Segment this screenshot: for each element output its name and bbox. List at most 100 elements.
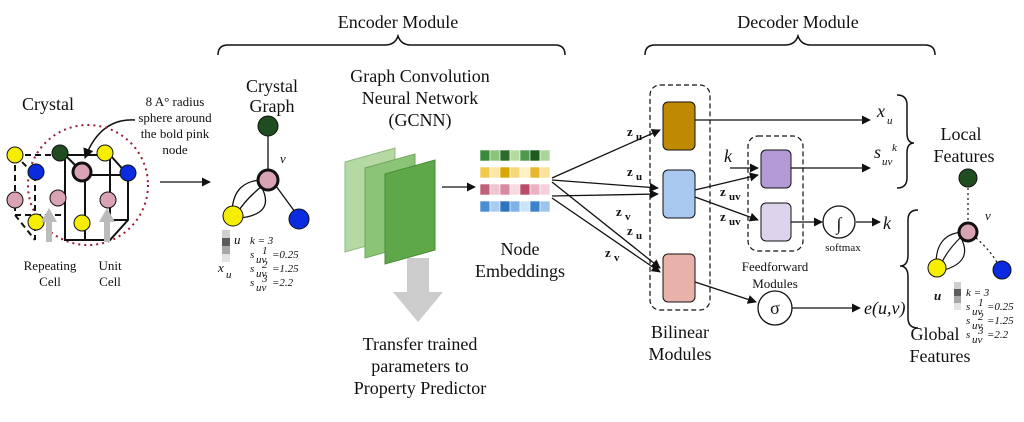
svg-text:uv: uv [972,306,983,318]
svg-text:Cell: Cell [39,274,61,289]
graph-node-u-label: u [234,232,241,247]
svg-text:u: u [636,230,642,242]
bilinear-module-bot [662,253,696,303]
svg-text:3: 3 [261,273,268,285]
decoder-module-label: Decoder Module [737,12,858,32]
svg-text:Modules: Modules [752,276,798,291]
svg-text:z: z [720,184,726,199]
svg-text:z: z [605,245,611,260]
embedding-cell [519,183,531,196]
node-embeddings [479,149,551,213]
svg-text:the bold pink: the bold pink [141,126,210,141]
bilinear-module-mid [662,169,696,219]
bilinear-module-top [662,101,696,151]
embedding-cell [479,183,491,196]
svg-text:u: u [636,171,642,183]
svg-text:s: s [250,249,254,261]
feedforward-container [747,135,804,252]
embedding-cell [539,149,551,162]
graph-edge-features: k = 3 s 1 =0.25 uv s 2 =1.25 uv s 3 =2.2… [250,235,299,294]
svg-text:s: s [250,263,254,275]
output-suv-k: s uv k [874,142,898,168]
svg-text:3: 3 [977,325,984,337]
svg-text:uv: uv [729,191,741,203]
svg-text:uv: uv [256,282,267,294]
svg-text:z: z [627,164,633,179]
output-xu: x u [876,101,893,127]
svg-text:=0.25: =0.25 [272,249,299,261]
gcnn-layers [344,147,436,265]
svg-text:uv: uv [729,216,741,228]
embedding-cell [489,166,501,179]
embedding-cell [479,200,491,213]
svg-text:s: s [966,329,970,341]
crystal-lattice [6,124,149,246]
embedding-cell [529,183,541,196]
embedding-cell [489,183,501,196]
svg-text:Graph: Graph [250,96,295,116]
svg-text:u: u [636,131,642,143]
softmax-node [822,205,856,239]
svg-text:parameters to: parameters to [371,356,468,376]
feedforward-module-bot [760,202,792,242]
output-e: e(u,v) [864,298,905,319]
svg-text:sphere around: sphere around [138,110,212,125]
svg-text:x: x [217,260,224,275]
svg-text:Transfer trained: Transfer trained [363,334,478,354]
svg-text:Crystal: Crystal [246,76,298,96]
svg-text:k = 3: k = 3 [250,235,274,247]
embedding-cell [529,149,541,162]
embedding-cell [539,166,551,179]
radius-sphere [27,124,149,246]
svg-text:v: v [614,252,620,264]
softmax-label: softmax [825,242,861,254]
transfer-text: Transfer trained parameters to Property … [354,334,486,398]
embedding-cell [529,200,541,213]
svg-text:k = 3: k = 3 [966,287,990,299]
cell-indicator-arrows [41,208,115,242]
svg-text:Global: Global [911,324,960,344]
svg-text:Neural Network: Neural Network [362,88,478,108]
graph-node-pink [256,168,280,192]
integral-symbol: ∫ [836,214,843,235]
embedding-cell [509,149,521,162]
embedding-to-bilinear-arrows [551,129,661,273]
embedding-cell [499,200,511,213]
svg-text:u: u [226,269,232,281]
embedding-cell [499,183,511,196]
embedding-cell [539,183,551,196]
unit-cell-label: Unit Cell [98,258,122,289]
graph-node-blue [288,208,310,230]
svg-text:Embeddings: Embeddings [475,261,565,281]
svg-text:Property Predictor: Property Predictor [354,378,486,398]
decoder-arrows [694,115,881,313]
svg-text:s: s [966,315,970,327]
ff-zuv-labels: z uv z uv [720,184,741,228]
embedding-cell [529,166,541,179]
svg-text:Feedforward: Feedforward [742,259,809,274]
transfer-arrow [393,258,443,322]
sphere-pointer-arrow [83,119,136,159]
graph-node-green [257,115,279,137]
sigma-symbol: σ [770,298,780,318]
svg-text:k: k [892,142,898,154]
svg-text:Node: Node [501,239,540,259]
svg-text:x: x [876,101,885,121]
encoder-brace [217,33,566,56]
gcnn-title: Graph Convolution Neural Network (GCNN) [350,66,490,131]
output-edge-features: k = 3 s 1 =0.25 uv s 2 =1.25 uv s 3 =2.2… [966,287,1014,346]
bilinear-container [649,84,711,311]
crystal-graph [222,115,310,230]
svg-text:8 A° radius: 8 A° radius [146,94,205,109]
embedding-cell [499,149,511,162]
svg-text:Graph Convolution: Graph Convolution [350,66,490,86]
output-feature-bar [954,282,961,310]
svg-text:u: u [887,115,893,127]
svg-text:s: s [966,301,970,313]
svg-text:uv: uv [882,156,893,168]
global-brace [899,209,919,329]
svg-text:v: v [625,211,631,223]
svg-text:z: z [627,124,633,139]
svg-text:=2.2: =2.2 [987,329,1009,341]
embedding-cell [539,200,551,213]
